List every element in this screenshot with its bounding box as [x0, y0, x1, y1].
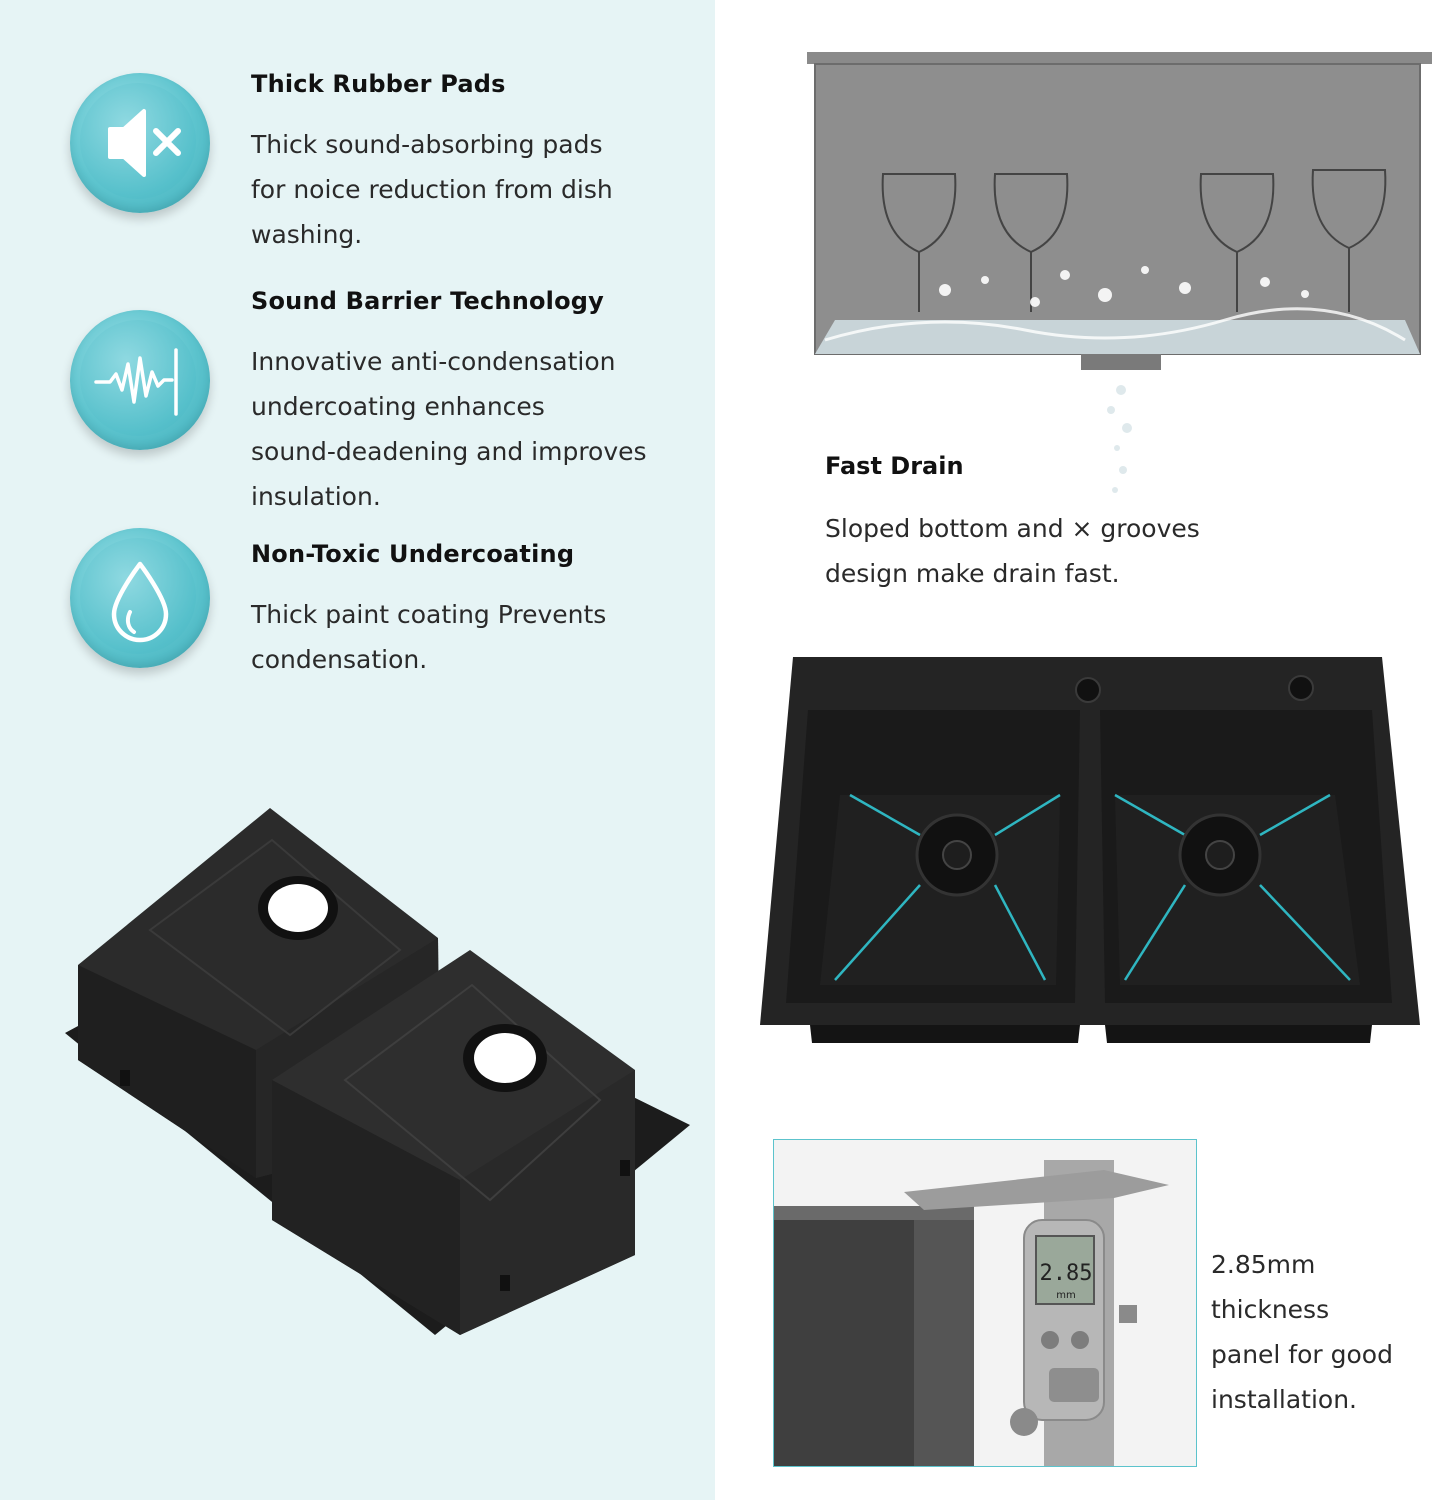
desc-line: design make drain fast. — [825, 559, 1120, 588]
desc-line: condensation. — [251, 645, 428, 674]
feature-desc-undercoating: Thick paint coating Prevents condensatio… — [251, 592, 671, 682]
feature-desc-sound-barrier: Innovative anti-condensation undercoatin… — [251, 339, 671, 519]
fast-drain-desc: Sloped bottom and × grooves design make … — [825, 506, 1205, 596]
water-drop-icon — [70, 528, 210, 668]
desc-line: 2.85mm thickness — [1211, 1250, 1330, 1324]
desc-line: sound-deadening and improves — [251, 437, 647, 466]
fast-drain-title: Fast Drain — [825, 452, 964, 480]
sink-underside-image — [60, 800, 700, 1340]
desc-line: Thick sound-absorbing pads — [251, 130, 603, 159]
thickness-desc: 2.85mm thickness panel for good installa… — [1211, 1242, 1431, 1422]
desc-line: Sloped bottom and × grooves — [825, 514, 1200, 543]
caliper-readout: 2.85 — [1040, 1261, 1093, 1286]
caliper-unit: mm — [1056, 1290, 1075, 1301]
feature-title-rubber-pads: Thick Rubber Pads — [251, 70, 506, 98]
desc-line: panel for good — [1211, 1340, 1393, 1369]
caliper-thickness-image: 2.85 mm — [773, 1139, 1197, 1467]
feature-desc-rubber-pads: Thick sound-absorbing pads for noice red… — [251, 122, 671, 257]
desc-line: insulation. — [251, 482, 381, 511]
desc-line: installation. — [1211, 1385, 1357, 1414]
desc-line: undercoating enhances — [251, 392, 545, 421]
desc-line: washing. — [251, 220, 363, 249]
speaker-mute-icon — [70, 73, 210, 213]
feature-title-sound-barrier: Sound Barrier Technology — [251, 287, 605, 315]
double-sink-top-image — [760, 655, 1420, 1045]
desc-line: Thick paint coating Prevents — [251, 600, 607, 629]
desc-line: for noice reduction from dish — [251, 175, 613, 204]
desc-line: Innovative anti-condensation — [251, 347, 616, 376]
glasses-splash-image — [805, 50, 1435, 510]
feature-title-undercoating: Non-Toxic Undercoating — [251, 540, 575, 568]
soundwave-icon — [70, 310, 210, 450]
